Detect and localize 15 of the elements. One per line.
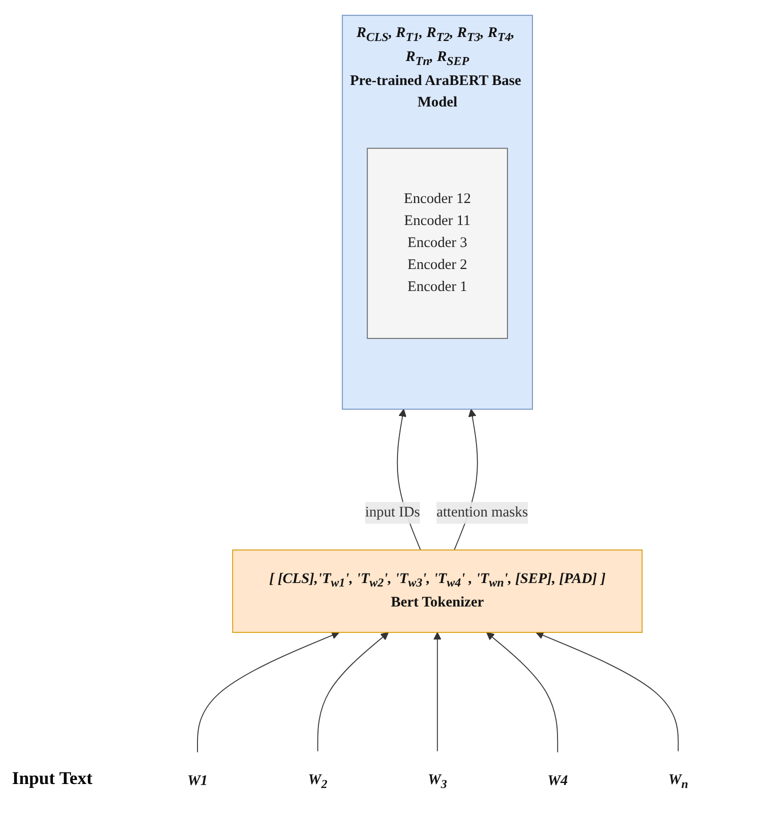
node-text: W4 [547,773,568,789]
node-text: W$_{n}$ [668,772,688,791]
node-text: W$_{2}$ [308,772,327,791]
arrow [316,632,388,752]
row-label: Input Text [12,768,93,789]
node-text: W1 [186,773,208,789]
arrow [432,632,441,752]
node-text: W$_{3}$ [427,772,446,791]
arrow [196,631,340,753]
node-box: Encoder 12 Encoder 11 Encoder 3 Encoder 2 Encoder 1 [366,148,508,339]
edge-label: input IDs [364,504,420,520]
node-box: [ [CLS],'T$_{w1}$', 'T$_{w2}$', 'T$_{w3}$', 'T$_{w4}$' , 'T$_{wn}$', [SEP], [PAD] ] Bert Tokenizer [232,550,642,633]
edge-label: attention masks [436,504,528,520]
arrow [535,631,678,752]
arrow [486,632,558,753]
